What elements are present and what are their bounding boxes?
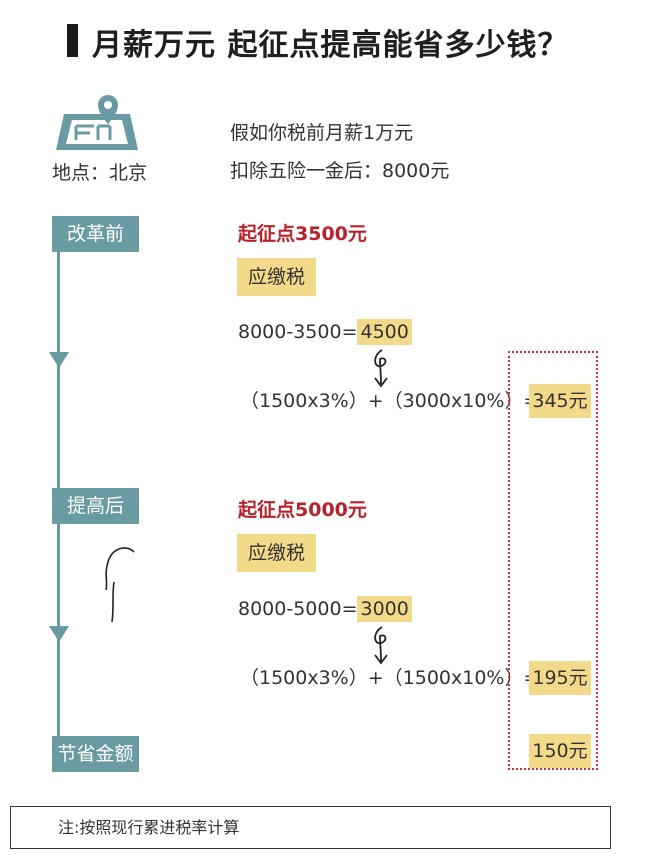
tax-due-tag: 应缴税: [237, 258, 317, 296]
timeline-arrow-down: [49, 626, 69, 642]
stage-before-label: 改革前: [52, 216, 139, 252]
scribble-mark: [105, 547, 135, 623]
title-marker: [67, 24, 78, 57]
calc-result: 3000: [357, 596, 412, 622]
threshold-before: 起征点3500元: [238, 223, 367, 245]
tax-result-before: 345元: [529, 384, 591, 418]
stage-savings-label: 节省金额: [52, 736, 139, 772]
stage-after-label: 提高后: [52, 488, 139, 524]
calc-result: 4500: [357, 319, 412, 345]
calc-expression: 8000-5000=: [238, 598, 358, 620]
map-location-icon: [56, 95, 138, 150]
intro-after-deduction: 扣除五险一金后：8000元: [230, 160, 450, 182]
timeline-line-before: [57, 252, 60, 488]
footnote: 注:按照现行累进税率计算: [58, 818, 240, 837]
tax-formula-before: （1500x3%）+（3000x10%）=: [240, 390, 540, 412]
results-dashed-box: [508, 351, 598, 770]
tax-due-tag: 应缴税: [237, 534, 317, 572]
threshold-after: 起征点5000元: [238, 499, 367, 521]
taxable-calc-before: 8000-3500=4500: [238, 317, 412, 347]
location-label: 地点：北京: [52, 162, 148, 184]
savings-result: 150元: [529, 734, 591, 768]
note-box: [10, 806, 611, 849]
taxable-calc-after: 8000-5000=3000: [238, 594, 412, 624]
hand-drawn-arrow-icon: [374, 349, 388, 388]
timeline-arrow-down: [49, 352, 69, 368]
hand-drawn-arrow-icon: [374, 626, 388, 665]
tax-result-after: 195元: [529, 661, 591, 695]
page-title: 月薪万元 起征点提高能省多少钱？: [92, 28, 569, 63]
calc-expression: 8000-3500=: [238, 321, 358, 343]
intro-salary: 假如你税前月薪1万元: [230, 122, 414, 144]
tax-formula-after: （1500x3%）+（1500x10%）=: [240, 667, 540, 689]
